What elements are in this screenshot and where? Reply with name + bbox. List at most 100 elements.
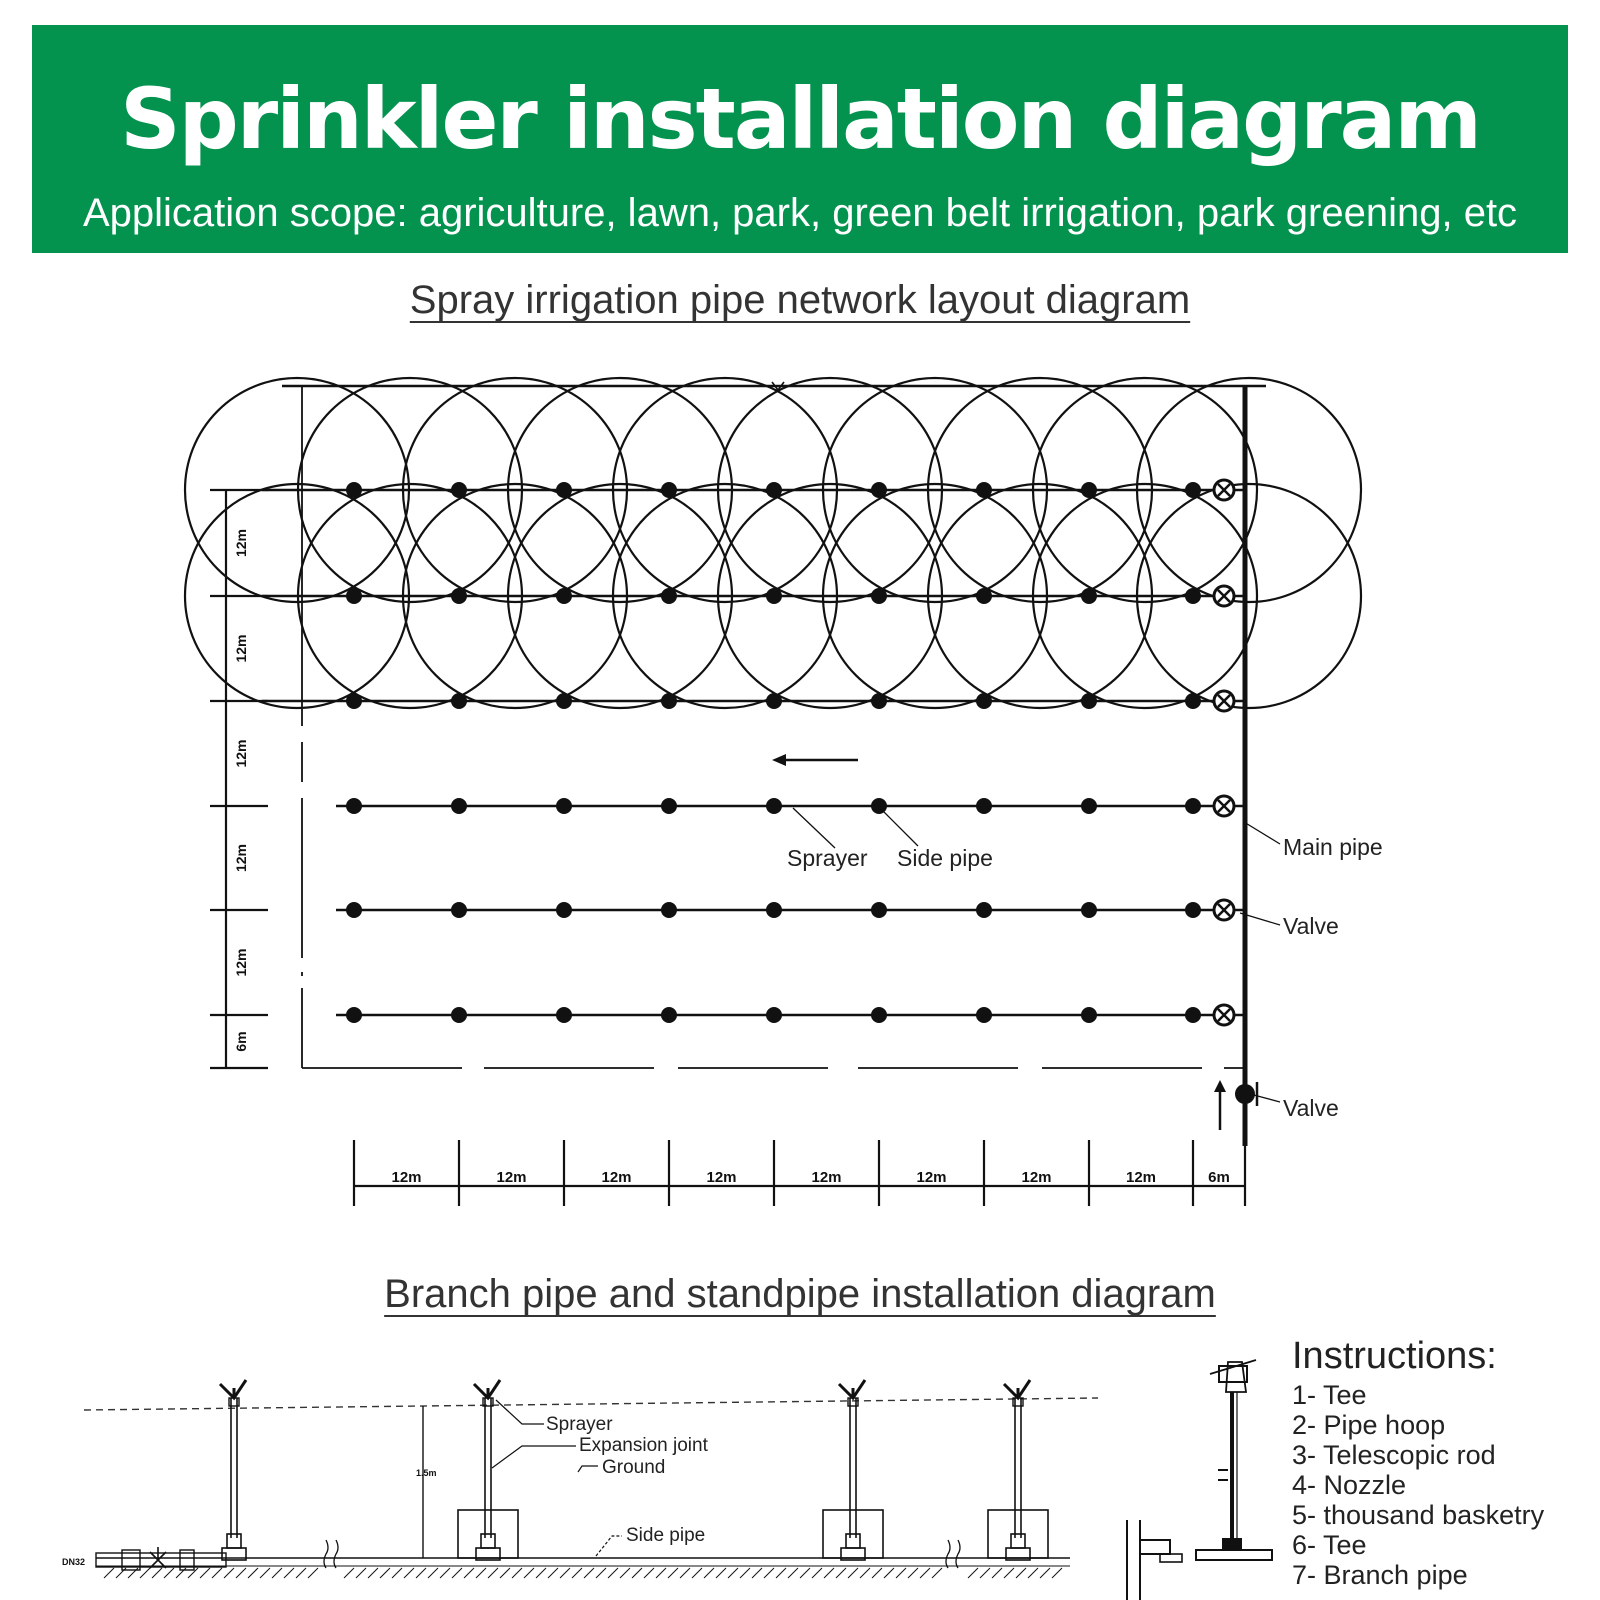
detail-tee-left (1139, 1539, 1171, 1555)
sprayer-dot (1185, 798, 1201, 814)
hatch-stroke (1039, 1567, 1051, 1579)
sprayer-dot (976, 482, 992, 498)
main-pipe-label: Main pipe (1283, 834, 1383, 860)
pipe-hoop-icon (1218, 1469, 1228, 1481)
instructions-panel: Instructions: 1- Tee 2- Pipe hoop 3- Tel… (1292, 1334, 1592, 1590)
hatch-stroke (919, 1567, 931, 1579)
sprayer-dot (1081, 1007, 1097, 1023)
side-pipe-leader (879, 807, 919, 847)
hatch-stroke (787, 1567, 799, 1579)
detail-riser-left (1126, 1520, 1141, 1600)
hatch-stroke (355, 1567, 367, 1579)
hatch-stroke (223, 1567, 235, 1579)
pipe-network-layout (183, 376, 1363, 1146)
ground-hatching (103, 1567, 1063, 1579)
sprayer-dot (346, 693, 362, 709)
hatch-stroke (235, 1567, 247, 1579)
sprayer-leader (792, 807, 836, 849)
hatch-stroke (619, 1567, 631, 1579)
sprinkler-base (847, 1397, 859, 1407)
hatch-stroke (103, 1567, 115, 1579)
instruction-item: 6- Tee (1292, 1530, 1367, 1560)
sprayer-callout-leader (495, 1399, 544, 1425)
row-spacing-label: 12m (233, 739, 249, 767)
hatch-stroke (523, 1567, 535, 1579)
side-flow-arrow-head (772, 754, 786, 766)
hatch-stroke (427, 1567, 439, 1579)
sprayer-dot (766, 798, 782, 814)
break-mark-2 (945, 1539, 961, 1569)
hatch-stroke (403, 1567, 415, 1579)
hatch-stroke (991, 1567, 1003, 1579)
sprinkler-detail-drawing (1126, 1359, 1273, 1600)
hatch-stroke (187, 1567, 199, 1579)
hatch-stroke (595, 1567, 607, 1579)
hatch-stroke (739, 1567, 751, 1579)
hatch-stroke (487, 1567, 499, 1579)
instruction-item: 4- Nozzle (1292, 1470, 1407, 1500)
sprayer-dot (766, 902, 782, 918)
column-spacing-label: 12m (811, 1169, 841, 1186)
hatch-stroke (307, 1567, 319, 1579)
hatch-stroke (415, 1567, 427, 1579)
riser-tee (1005, 1547, 1031, 1561)
sprayer-dot (1081, 693, 1097, 709)
inlet-pipe (95, 1552, 227, 1568)
column-spacing-label: 12m (1126, 1169, 1156, 1186)
valve-box (822, 1509, 884, 1559)
column-spacing-label: 12m (601, 1169, 631, 1186)
hatch-stroke (139, 1567, 151, 1579)
hatch-stroke (895, 1567, 907, 1579)
expansion-joint-callout: Expansion joint (579, 1435, 709, 1456)
sprayer-dot (451, 798, 467, 814)
hatch-stroke (259, 1567, 271, 1579)
hatch-stroke (835, 1567, 847, 1579)
hatch-stroke (727, 1567, 739, 1579)
hatch-stroke (1015, 1567, 1027, 1579)
flow-arrow-head (1214, 1080, 1226, 1092)
hatch-stroke (559, 1567, 571, 1579)
sprayer-dot (661, 693, 677, 709)
hatch-stroke (703, 1567, 715, 1579)
hatch-stroke (295, 1567, 307, 1579)
instruction-item: 3- Telescopic rod (1292, 1440, 1496, 1470)
hatch-stroke (883, 1567, 895, 1579)
hatch-stroke (439, 1567, 451, 1579)
sprayer-dot (1185, 482, 1201, 498)
branch-valve-cross (1217, 799, 1231, 813)
hatch-stroke (211, 1567, 223, 1579)
sprayer-dot (1185, 1007, 1201, 1023)
sprayer-dot (346, 1007, 362, 1023)
hatch-stroke (1003, 1567, 1015, 1579)
sprayer-dot (871, 693, 887, 709)
instruction-item: 5- thousand basketry (1292, 1500, 1545, 1530)
instruction-item: 2- Pipe hoop (1292, 1410, 1446, 1440)
sprayer-dot (451, 1007, 467, 1023)
riser-tee (221, 1547, 247, 1561)
sprinkler-head-icon (472, 1379, 502, 1401)
sprayer-dot (451, 482, 467, 498)
valve-box (457, 1509, 519, 1559)
sprayer-dot (1081, 588, 1097, 604)
hatch-stroke (847, 1567, 859, 1579)
sprayer-dot (661, 1007, 677, 1023)
hatch-stroke (667, 1567, 679, 1579)
hatch-stroke (1027, 1567, 1039, 1579)
inlet-valve (1235, 1084, 1255, 1104)
row-spacing-label: 12m (233, 529, 249, 557)
sprayer-dot (871, 482, 887, 498)
instruction-item: 7- Branch pipe (1292, 1560, 1468, 1590)
hatch-stroke (691, 1567, 703, 1579)
branch-valve-cross (1217, 589, 1231, 603)
row-spacing-label: 6m (233, 1031, 249, 1051)
hatch-stroke (979, 1567, 991, 1579)
row-spacing-label: 12m (233, 948, 249, 976)
sprayer-dot (976, 588, 992, 604)
layout-diagram-title: Spray irrigation pipe network layout dia… (409, 278, 1191, 322)
hatch-stroke (547, 1567, 559, 1579)
riser-joint (480, 1533, 496, 1549)
row-spacing-label: 12m (233, 844, 249, 872)
hatch-stroke (475, 1567, 487, 1579)
hatch-stroke (379, 1567, 391, 1579)
